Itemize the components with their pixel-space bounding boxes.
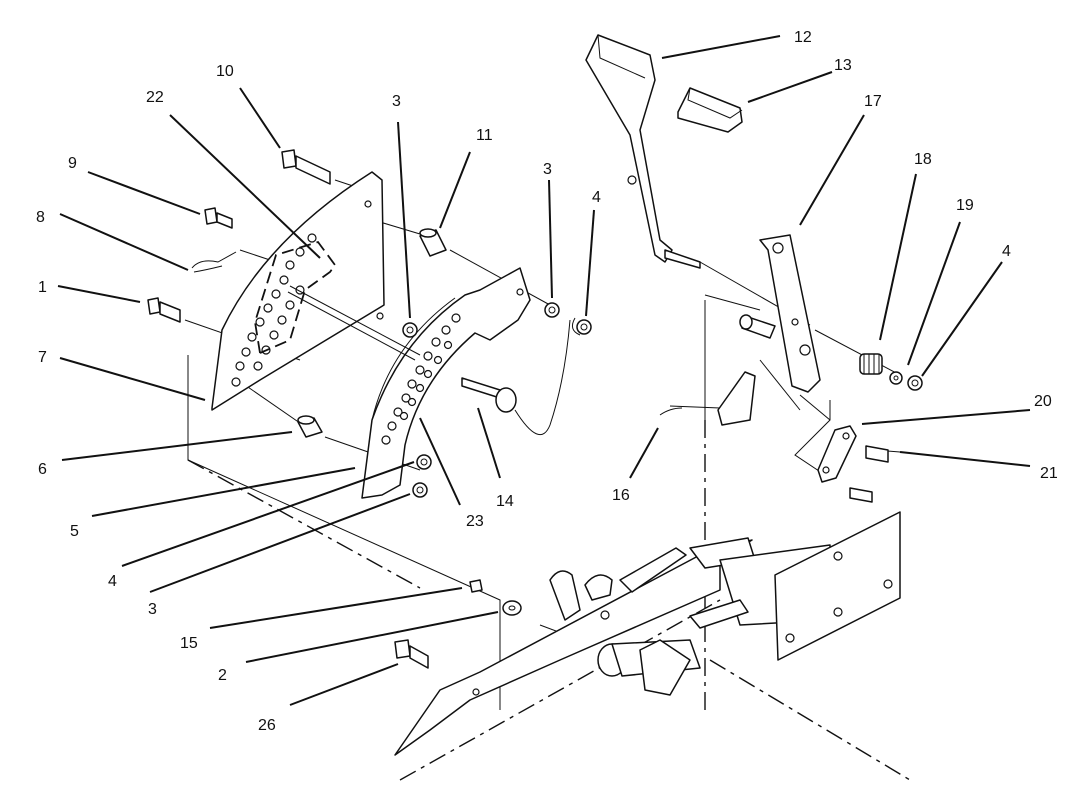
callout-22: 22 <box>146 89 164 106</box>
bolt-26 <box>394 639 429 669</box>
bolt-9 <box>204 207 233 229</box>
spacer-6 <box>297 415 323 438</box>
callout-6: 6 <box>38 461 47 478</box>
callout-labels: 1 7 8 9 10 22 3 11 3 4 12 13 17 18 19 4 … <box>36 29 1058 734</box>
callout-11: 11 <box>476 127 493 144</box>
callout-23: 23 <box>466 513 484 530</box>
callout-3-top: 3 <box>392 93 401 110</box>
pedal-lever <box>585 34 701 269</box>
callout-8: 8 <box>36 209 45 226</box>
spacer-11 <box>419 228 447 257</box>
callout-13: 13 <box>834 57 852 74</box>
callout-21: 21 <box>1040 465 1058 482</box>
dashed-rod <box>287 285 421 361</box>
bolt-1 <box>147 297 181 323</box>
leader-lines <box>57 35 1031 706</box>
pedal-pad <box>677 87 743 133</box>
bolts-21 <box>849 445 889 503</box>
callout-2: 2 <box>218 667 227 684</box>
callout-3-bottom: 3 <box>148 601 157 618</box>
washer-2 <box>502 600 522 616</box>
small-link-16 <box>659 371 756 426</box>
callout-19: 19 <box>956 197 974 214</box>
callout-17: 17 <box>864 93 882 110</box>
callout-4-mid: 4 <box>592 189 601 206</box>
callout-4-bottom: 4 <box>108 573 117 590</box>
callout-20: 20 <box>1034 393 1052 410</box>
callout-9: 9 <box>68 155 77 172</box>
callout-5: 5 <box>70 523 79 540</box>
callout-7: 7 <box>38 349 47 366</box>
link-plate-20 <box>817 425 857 483</box>
fan-plate <box>211 171 385 411</box>
bracket-holes <box>381 288 524 445</box>
callout-16: 16 <box>612 487 630 504</box>
fan-plate-holes <box>231 200 384 387</box>
frame-assembly <box>394 511 901 756</box>
callout-26: 26 <box>258 717 276 734</box>
spring-18 <box>859 353 883 375</box>
curved-bracket <box>361 267 531 499</box>
hairpin-clip-8 <box>191 251 237 273</box>
washer-19 <box>889 371 903 385</box>
lanyard-pin-14 <box>461 317 581 436</box>
callout-1: 1 <box>38 279 47 296</box>
callout-12: 12 <box>794 29 812 46</box>
callout-10: 10 <box>216 63 234 80</box>
callout-4-right: 4 <box>1002 243 1011 260</box>
link-arm <box>739 234 821 393</box>
callout-3-mid: 3 <box>543 161 552 178</box>
callout-14: 14 <box>496 493 514 510</box>
callout-18: 18 <box>914 151 932 168</box>
fitting-15 <box>469 579 483 593</box>
callout-15: 15 <box>180 635 198 652</box>
bolt-10 <box>281 149 331 185</box>
nuts <box>402 302 923 498</box>
